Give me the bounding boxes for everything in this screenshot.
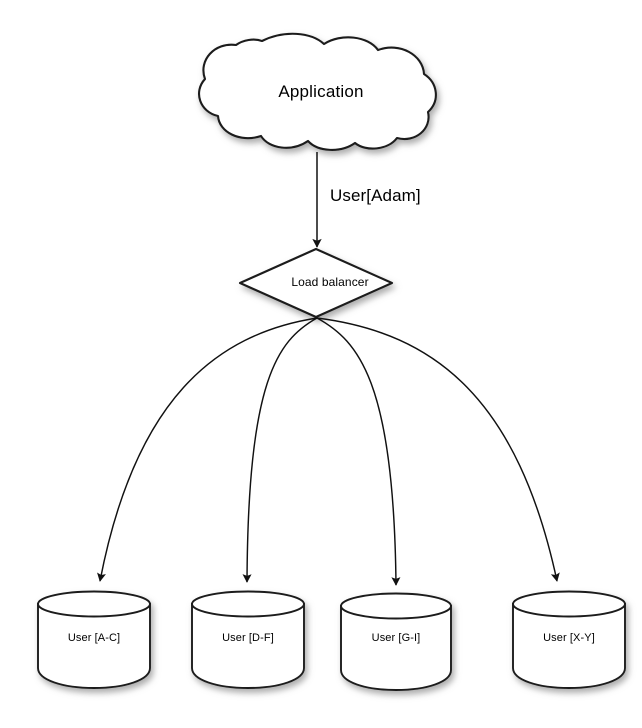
edge-load-balancer-to-db-0 [97,317,318,582]
edge-load-balancer-to-db-2 [316,317,401,586]
edge-curve [242,317,318,583]
node-database-1[interactable] [191,590,305,689]
cylinder-body [512,603,626,689]
cylinder-body [37,603,151,689]
cylinder-top [37,590,151,618]
edge-load-balancer-to-db-3 [316,317,560,582]
diamond-shape [238,247,394,319]
edge-curve [316,317,401,586]
cylinder-top [191,590,305,618]
edge-curve [97,317,318,582]
cloud-shape [198,32,437,151]
cylinder-body [191,603,305,689]
cylinder-body [340,605,452,691]
edge-load-balancer-to-db-1 [242,317,318,583]
edge-curve [316,317,560,582]
node-application-cloud[interactable] [198,32,437,151]
cylinder-top [512,590,626,618]
cylinder-top [340,592,452,620]
node-load-balancer-diamond[interactable] [238,247,394,319]
node-database-0[interactable] [37,590,151,689]
node-database-2[interactable] [340,592,452,691]
node-database-3[interactable] [512,590,626,689]
